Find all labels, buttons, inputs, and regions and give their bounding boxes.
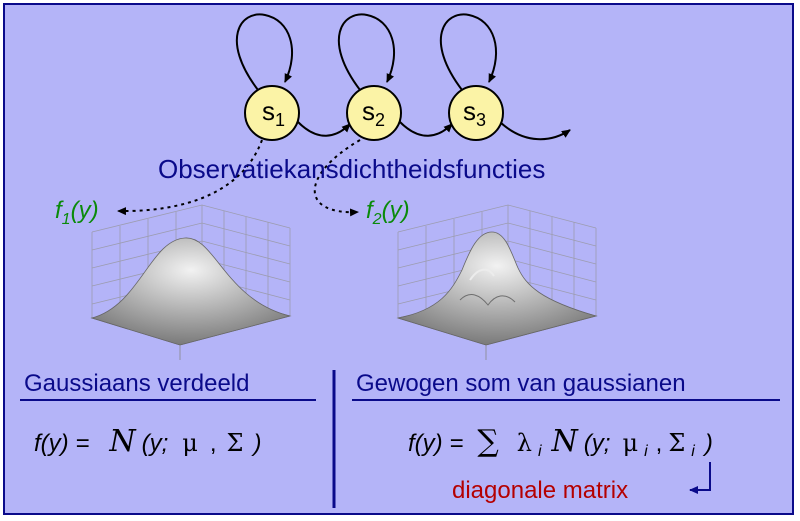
- left-formula-close: ): [251, 430, 262, 457]
- right-formula-sigma-sub: i: [691, 443, 695, 460]
- right-panel-heading: Gewogen som van gaussianen: [356, 370, 686, 397]
- self-loop-s1: [235, 13, 294, 91]
- right-formula-lambda: λ: [517, 429, 532, 457]
- observation-title: Observatiekansdichtheidsfuncties: [158, 154, 545, 184]
- state-s2-index: 2: [375, 110, 385, 130]
- diagonal-matrix-arrow: [689, 462, 711, 494]
- left-panel-heading: Gaussiaans verdeeld: [24, 370, 249, 397]
- left-formula-args: (y;: [142, 430, 169, 457]
- transition-s1-s2: [297, 121, 351, 137]
- left-formula-mu: μ: [182, 429, 198, 457]
- right-formula-mu-sub: i: [644, 443, 648, 460]
- left-formula-lhs: f(y) =: [34, 430, 89, 457]
- right-formula-close: ): [702, 430, 713, 457]
- emission-arrow-s2-f2: [313, 139, 361, 217]
- right-formula-lambda-sub: i: [538, 443, 542, 460]
- transition-s2-s3: [399, 121, 453, 137]
- left-formula-sigma: Σ: [227, 429, 244, 457]
- state-s3: s3: [448, 85, 504, 141]
- transition-s3-out: [499, 121, 571, 141]
- right-formula-comma: ,: [656, 430, 663, 457]
- state-s2: s2: [346, 85, 402, 141]
- self-loop-s3: [439, 13, 498, 91]
- slide-background: [3, 3, 794, 515]
- emission-arrow-s1-f1: [117, 139, 263, 216]
- left-formula: f(y) = N (y; μ , Σ ): [34, 424, 262, 459]
- density-label-f1: f1(y): [55, 197, 99, 228]
- right-formula-sigma: Σ: [668, 429, 685, 457]
- svg-text:s3: s3: [463, 96, 486, 130]
- gaussian-mixture-surface-plot: [396, 204, 598, 360]
- right-formula: f(y) = ∑ λ i N (y; μ i , Σ i ): [408, 424, 713, 462]
- state-s3-index: 3: [476, 110, 486, 130]
- state-s1: s1: [244, 85, 300, 141]
- density-label-f2: f2(y): [366, 197, 410, 228]
- right-formula-lhs: f(y) =: [408, 430, 463, 457]
- self-loop-s2: [337, 13, 396, 91]
- state-s1-index: 1: [275, 110, 285, 130]
- state-s2-letter: s: [362, 96, 375, 126]
- svg-text:s2: s2: [362, 96, 385, 130]
- diagonal-matrix-note: diagonale matrix: [452, 477, 628, 504]
- right-formula-args: (y;: [584, 430, 611, 457]
- state-s1-letter: s: [262, 96, 275, 126]
- right-formula-N: N: [551, 424, 580, 459]
- right-formula-mu: μ: [622, 429, 638, 457]
- right-formula-sum: ∑: [477, 424, 499, 459]
- left-formula-comma: ,: [210, 430, 217, 457]
- svg-text:s1: s1: [262, 96, 285, 130]
- state-s3-letter: s: [463, 96, 476, 126]
- gaussian-surface-plot: [90, 204, 292, 360]
- left-formula-N: N: [108, 424, 137, 459]
